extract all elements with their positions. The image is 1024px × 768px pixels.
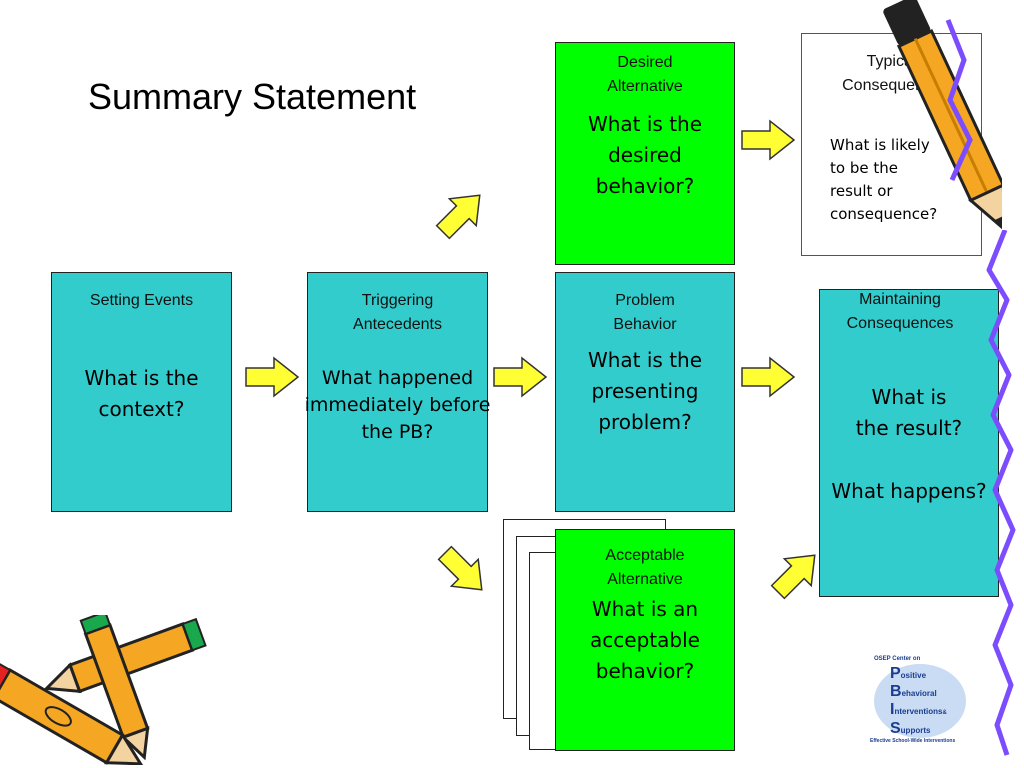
logo-amp: &	[942, 710, 947, 716]
setting-events-question: What is the context?	[52, 363, 231, 425]
acceptable-alternative-question-line: What is an	[591, 597, 699, 621]
maintaining-consequences-question-line: What is	[871, 385, 947, 409]
logo-word: nterventions	[894, 707, 943, 716]
logo-row: Behavioral	[890, 684, 947, 702]
slide-title: Summary Statement	[88, 76, 417, 117]
triggering-antecedents-box: Triggering Antecedents	[307, 272, 488, 512]
acceptable-alternative-question-line: acceptable	[590, 628, 700, 652]
setting-events-box: Setting Events What is the context?	[51, 272, 232, 512]
setting-events-question-line: What is the	[84, 366, 199, 390]
acceptable-alternative-question: What is an acceptable behavior?	[556, 594, 734, 687]
logo-letter: S	[890, 720, 901, 737]
logo-top-text: OSEP Center on	[874, 656, 921, 662]
setting-events-header: Setting Events	[89, 292, 194, 309]
triggering-antecedents-question-line: immediately before	[304, 394, 491, 416]
pbis-logo: OSEP Center on Positive Behavioral Inter…	[868, 656, 978, 744]
pencils-icon	[0, 615, 207, 765]
logo-letter: I	[890, 701, 895, 718]
maintaining-consequences-question2: What happens?	[831, 479, 987, 503]
logo-letter: B	[890, 683, 902, 700]
typical-consequence-question-line: result or	[830, 182, 893, 200]
logo-word: ehavioral	[901, 689, 937, 698]
triggering-antecedents-header: Triggering Antecedents	[308, 289, 487, 337]
maintaining-consequences-header-line: Maintaining	[859, 291, 941, 308]
maintaining-consequences-question: What is the result?	[820, 382, 998, 444]
problem-behavior-question-line: problem?	[598, 410, 692, 434]
logo-bottom-text: Effective School-Wide Interventions	[870, 738, 956, 744]
arrow-up-right-icon	[428, 181, 494, 247]
problem-behavior-question: What is the presenting problem?	[556, 345, 734, 438]
problem-behavior-question-line: What is the	[587, 348, 703, 372]
problem-behavior-header-line: Problem	[615, 292, 675, 309]
arrow-right-icon	[741, 357, 795, 397]
triggering-antecedents-header-line: Antecedents	[353, 316, 442, 333]
maintaining-consequences-box: Maintaining Consequences What is the res…	[819, 289, 999, 597]
pencil-icon	[883, 0, 1002, 233]
arrow-right-icon	[741, 120, 795, 160]
triggering-antecedents-question-line: What happened	[321, 367, 474, 389]
triggering-antecedents-question-line: the PB?	[361, 421, 434, 443]
typical-consequence-question-line: consequence?	[830, 205, 938, 223]
triggering-antecedents-header-line: Triggering	[361, 292, 434, 309]
problem-behavior-box: Problem Behavior What is the presenting …	[555, 272, 735, 512]
desired-alternative-header-line: Alternative	[607, 78, 683, 95]
acceptable-alternative-header-line: Alternative	[607, 571, 683, 588]
logo-word: ositive	[900, 671, 927, 680]
desired-alternative-question-line: behavior?	[595, 174, 695, 198]
typical-consequence-question-line: What is likely	[830, 136, 930, 154]
logo-row: Supports	[890, 721, 947, 739]
setting-events-question-line: context?	[98, 397, 185, 421]
logo-row: Positive	[890, 666, 947, 684]
desired-alternative-header-line: Desired	[617, 54, 673, 71]
problem-behavior-header-line: Behavior	[613, 316, 677, 333]
logo-word: upports	[900, 726, 931, 735]
acceptable-alternative-header: Acceptable Alternative	[556, 544, 734, 592]
logo-row: Interventions&	[890, 702, 947, 721]
desired-alternative-question-line: What is the	[587, 112, 703, 136]
typical-consequence-question: What is likely to be the result or conse…	[830, 134, 937, 226]
logo-circle	[874, 664, 966, 738]
logo-letter: P	[890, 665, 901, 682]
acceptable-alternative-question-line: behavior?	[595, 659, 695, 683]
maintaining-consequences-header: Maintaining Consequences	[802, 288, 998, 336]
problem-behavior-question-line: presenting	[591, 379, 699, 403]
problem-behavior-header: Problem Behavior	[556, 289, 734, 337]
desired-alternative-question-line: desired	[608, 143, 682, 167]
typical-consequence-question-line: to be the	[830, 159, 898, 177]
maintaining-consequences-header-line: Consequences	[846, 315, 954, 332]
maintaining-consequences-question-line: the result?	[855, 416, 963, 440]
triggering-antecedents-question: What happened immediately before the PB?	[290, 365, 505, 446]
squiggle-border-icon	[986, 230, 1016, 756]
desired-alternative-box: Desired Alternative What is the desired …	[555, 42, 735, 265]
acceptable-alternative-box: Acceptable Alternative What is an accept…	[555, 529, 735, 751]
acceptable-alternative-header-line: Acceptable	[605, 547, 685, 564]
arrow-down-right-icon	[430, 538, 496, 604]
desired-alternative-question: What is the desired behavior?	[556, 109, 734, 202]
desired-alternative-header: Desired Alternative	[556, 51, 734, 99]
